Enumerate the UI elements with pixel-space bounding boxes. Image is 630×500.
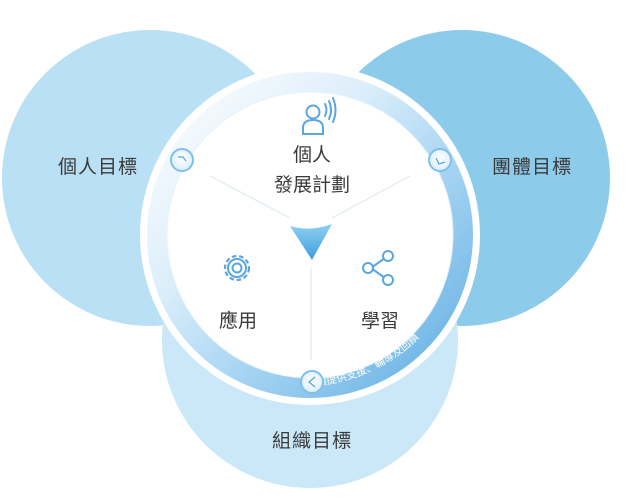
label-org-goal: 組織目標 [272, 430, 353, 452]
label-individual-goal: 個人目標 [58, 156, 139, 178]
divider-right [331, 175, 411, 219]
ring-knob-left[interactable] [170, 148, 194, 172]
label-team-goal: 團體目標 [492, 156, 573, 178]
label-plan-line2: 發展計劃 [273, 174, 350, 196]
share-icon [362, 250, 394, 286]
divider-left [209, 175, 291, 219]
center-arrow [290, 224, 332, 260]
label-learn: 學習 [360, 310, 399, 332]
ring-knob-right[interactable] [428, 148, 452, 172]
person-speaking-icon [302, 97, 337, 135]
label-plan: 個人 發展計劃 [262, 140, 362, 200]
gear-icon [223, 254, 251, 282]
label-apply: 應用 [218, 310, 257, 332]
ring-knob-bottom[interactable] [300, 370, 324, 394]
label-plan-line1: 個人 [292, 144, 331, 166]
